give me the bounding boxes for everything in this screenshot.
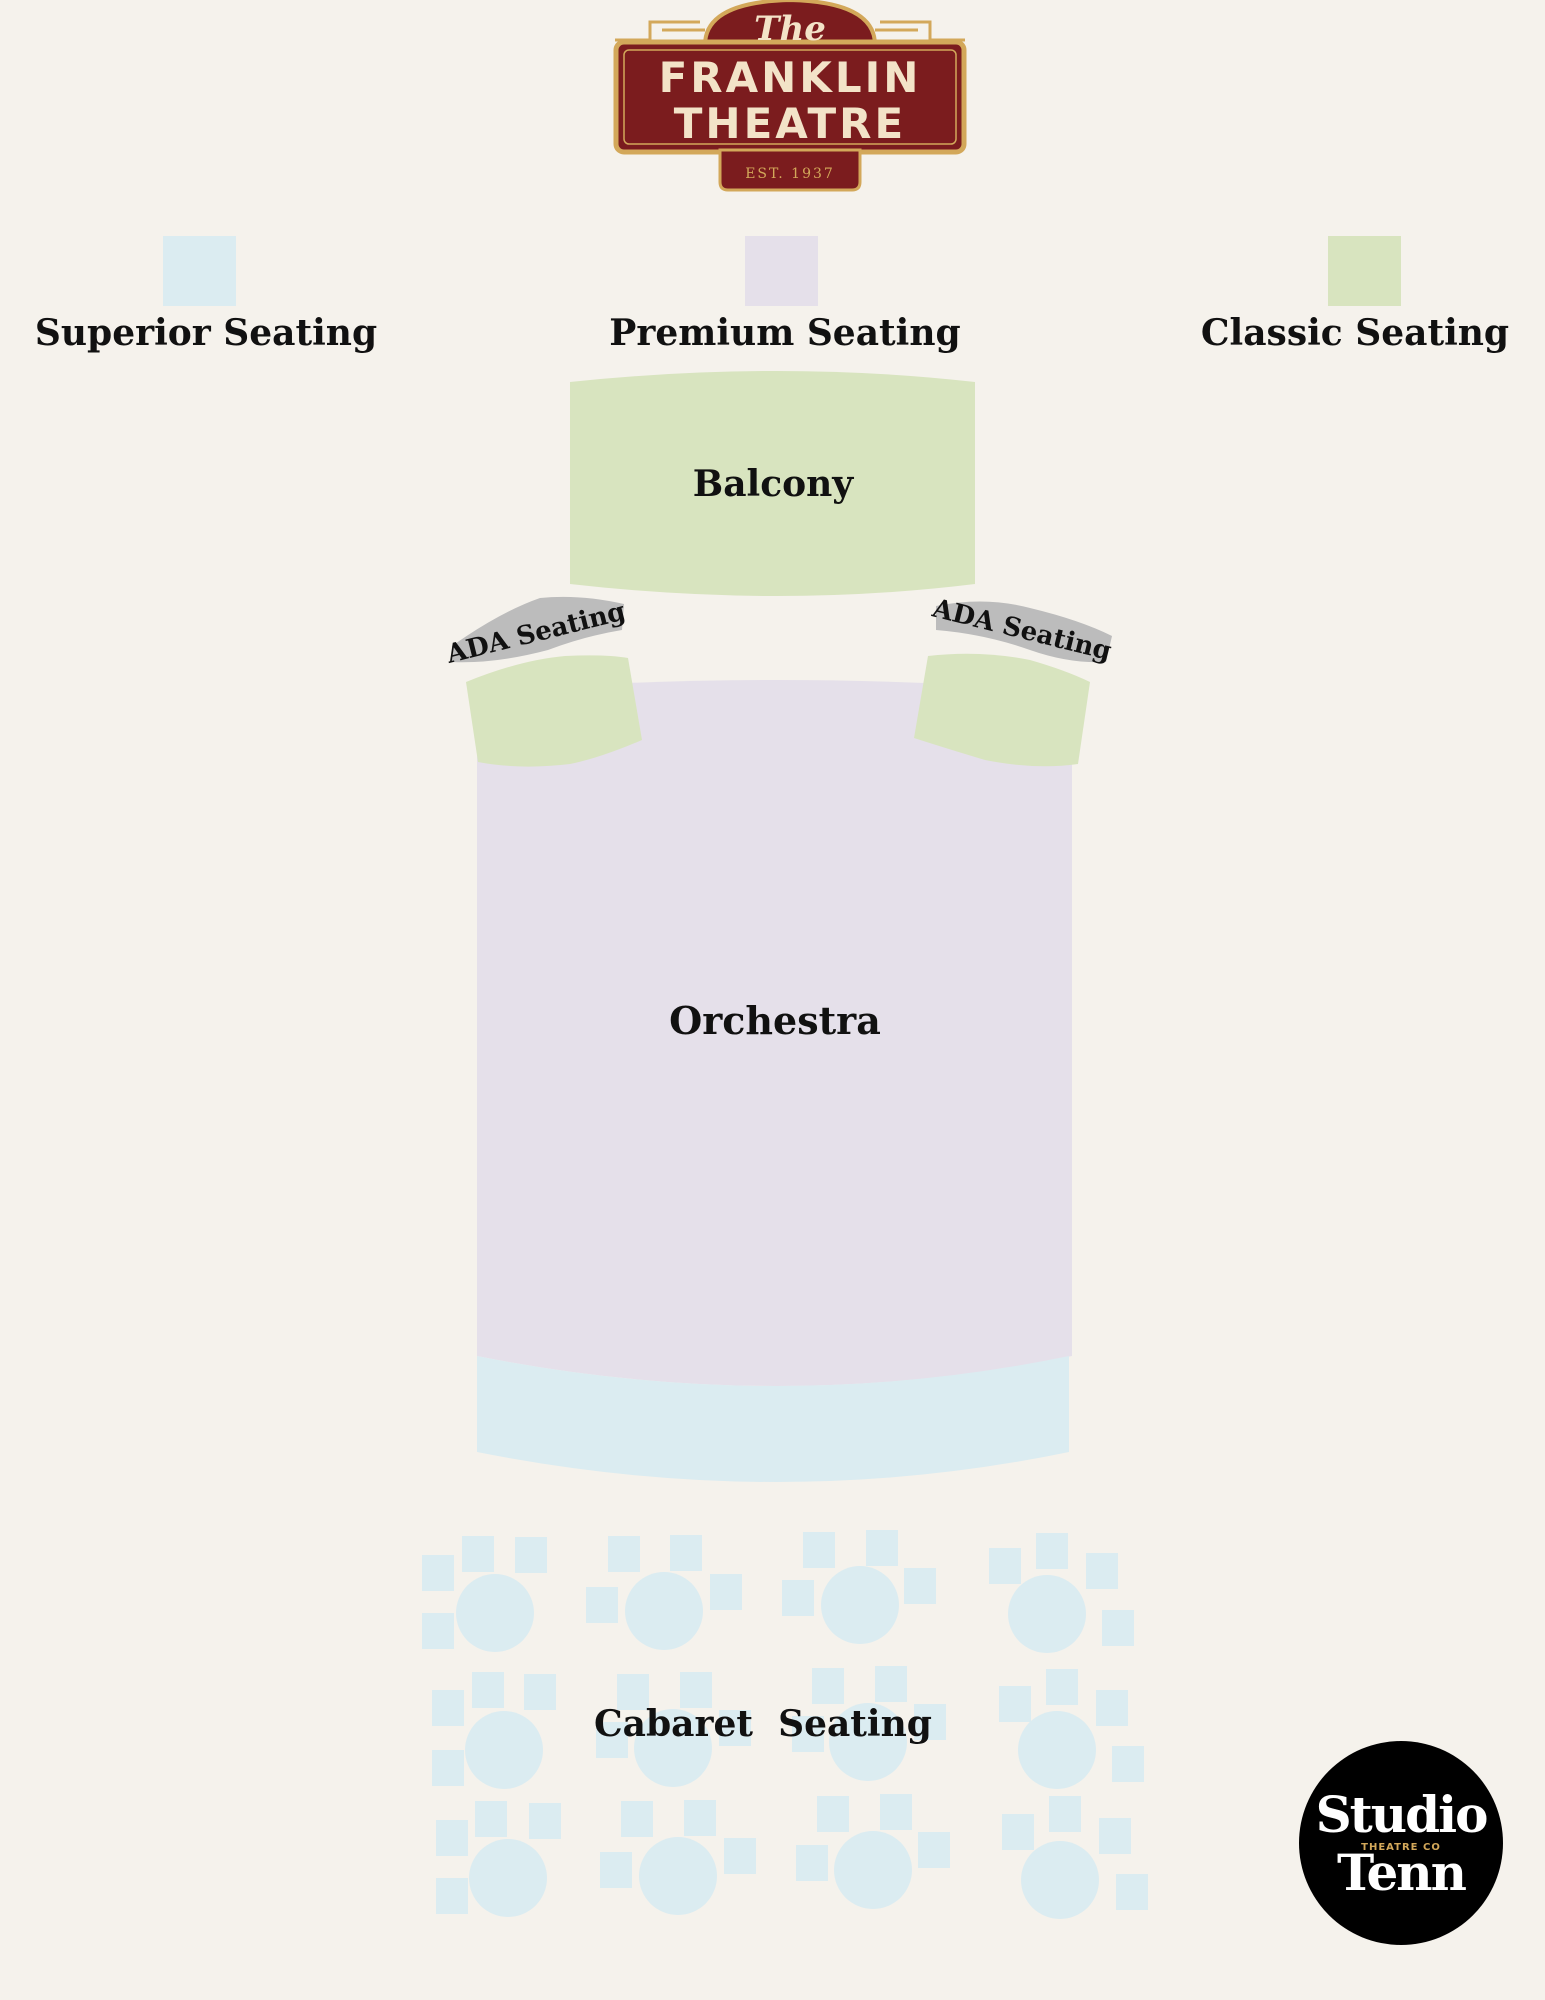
logo-established-text: EST. 1937 xyxy=(745,166,835,182)
studio-tenn-line2: Tenn xyxy=(1337,1843,1467,1902)
cabaret-table[interactable] xyxy=(792,1666,946,1781)
cabaret-seating-area[interactable] xyxy=(422,1530,1148,1919)
logo-theatre-text: THEATRE xyxy=(674,99,906,148)
cabaret-table[interactable] xyxy=(989,1533,1134,1653)
orchestra-section[interactable] xyxy=(477,680,1072,1386)
cabaret-table[interactable] xyxy=(586,1535,742,1650)
cabaret-table[interactable] xyxy=(432,1672,556,1789)
superior-front-section[interactable] xyxy=(477,1356,1069,1482)
orchestra-right-box-section[interactable] xyxy=(914,653,1090,767)
studio-tenn-logo: Studio THEATRE CO Tenn xyxy=(1299,1741,1503,1945)
ada-seating-right[interactable] xyxy=(936,601,1112,663)
legend-label-superior: Superior Seating xyxy=(34,312,378,354)
franklin-theatre-logo: The FRANKLIN THEATRE EST. 1937 xyxy=(613,0,967,192)
studio-tenn-tagline: THEATRE CO xyxy=(1361,1842,1441,1853)
cabaret-table[interactable] xyxy=(422,1536,547,1652)
balcony-label: Balcony xyxy=(693,463,855,505)
legend-swatch-premium xyxy=(745,236,818,306)
cabaret-table[interactable] xyxy=(1002,1796,1148,1919)
studio-tenn-line1: Studio xyxy=(1316,1785,1488,1844)
orchestra-label: Orchestra xyxy=(669,998,881,1043)
balcony-section[interactable] xyxy=(570,371,975,596)
cabaret-table[interactable] xyxy=(596,1672,751,1787)
logo-franklin-text: FRANKLIN xyxy=(659,53,922,102)
legend-swatch-superior xyxy=(163,236,236,306)
cabaret-table[interactable] xyxy=(600,1800,756,1915)
cabaret-label: Cabaret Seating xyxy=(594,1703,932,1745)
logo-the-text: The xyxy=(754,9,826,49)
cabaret-table[interactable] xyxy=(782,1530,936,1644)
legend-label-classic: Classic Seating xyxy=(1200,312,1510,354)
cabaret-table[interactable] xyxy=(436,1801,561,1917)
legend-label-premium: Premium Seating xyxy=(609,312,961,354)
cabaret-table[interactable] xyxy=(999,1669,1144,1789)
legend-swatch-classic xyxy=(1328,236,1401,306)
cabaret-table[interactable] xyxy=(796,1794,950,1909)
orchestra-left-box-section[interactable] xyxy=(466,655,642,767)
ada-seating-left[interactable] xyxy=(452,596,624,663)
